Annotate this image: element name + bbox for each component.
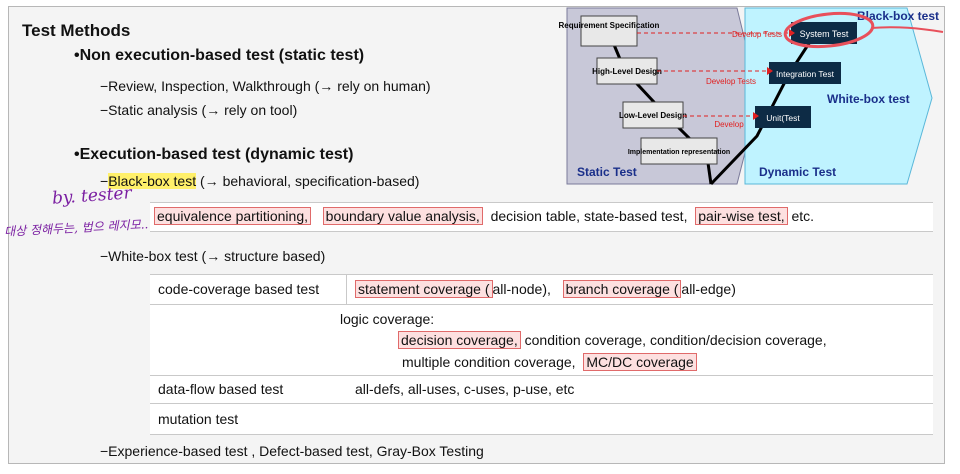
req-spec-box: [580, 15, 638, 47]
arrow-label-3: Develop: [714, 120, 744, 129]
branch-coverage: branch coverage (: [562, 280, 682, 298]
arrow-label-1: Develop Tests: [732, 30, 782, 39]
mcdc-coverage: MC/DC coverage: [583, 353, 697, 371]
mutation-test-label: mutation test: [158, 411, 239, 427]
white-box-table: code-coverage based test statement cover…: [150, 274, 933, 435]
integration-test-box: [769, 62, 841, 84]
dynamic-test-region: [744, 7, 933, 185]
dynamic-test-label: Dynamic Test: [759, 165, 836, 179]
page-title: Test Methods: [22, 21, 131, 40]
black-box-label: Black-box test: [108, 173, 197, 189]
req-spec-text: Requirement Specification: [559, 21, 660, 30]
lld-text: Low-Level Design: [619, 111, 687, 120]
statement-coverage: statement coverage (: [355, 280, 493, 298]
code-coverage-label: code-coverage based test: [158, 281, 320, 297]
unit-test-text: Unit(Test: [766, 113, 800, 123]
white-box-line: −White-box test (→ structure based): [100, 248, 326, 264]
hld-text: High-Level Design: [592, 67, 662, 76]
multiple-condition-coverage: multiple condition coverage,: [402, 354, 576, 370]
hand-drawn-stroke: [870, 26, 944, 33]
static-test-label: Static Test: [577, 165, 637, 179]
arrow-head-1: [789, 29, 795, 37]
black-box-line: −Black-box test (→ behavioral, specifica…: [100, 173, 419, 189]
unit-test-box: [755, 106, 811, 128]
technique-pairwise: pair-wise test,: [695, 207, 788, 225]
technique-equivalence: equivalence partitioning,: [154, 207, 311, 225]
static-item-analysis: −Static analysis (→ rely on tool): [100, 102, 298, 118]
code-coverage-values: statement coverage (all-node), branch co…: [355, 280, 736, 298]
v-right-line: [709, 27, 821, 186]
white-box-label: White-box test: [827, 92, 910, 106]
branch-all-edge: all-edge): [681, 281, 736, 297]
arrow-head-2: [767, 67, 773, 75]
black-box-desc: (→ behavioral, specification-based): [196, 173, 420, 189]
arrow-label-2: Develop Tests: [706, 77, 756, 86]
impl-text: Implementation representation: [628, 149, 730, 156]
arrow-head-3: [753, 112, 759, 120]
other-tests-line: −Experience-based test , Defect-based te…: [100, 443, 484, 459]
technique-decision-state: decision table, state-based test,: [490, 208, 688, 224]
black-box-techniques: equivalence partitioning, boundary value…: [154, 207, 815, 225]
condition-coverage: condition coverage, condition/decision c…: [520, 332, 827, 348]
decision-coverage: decision coverage,: [398, 331, 521, 349]
hand-drawn-circle: [783, 11, 875, 49]
data-flow-label: data-flow based test: [158, 381, 284, 397]
lld-box: [622, 101, 684, 129]
static-test-heading: •Non execution-based test (static test): [74, 47, 365, 64]
black-box-label: Black-box test: [857, 9, 939, 23]
dynamic-test-heading: •Execution-based test (dynamic test): [74, 146, 354, 163]
logic-coverage-line1: decision coverage, condition coverage, c…: [398, 331, 827, 349]
technique-etc: etc.: [787, 208, 815, 224]
integration-test-text: Integration Test: [776, 69, 835, 79]
black-box-techniques-row: equivalence partitioning, boundary value…: [150, 202, 933, 232]
system-test-box: [791, 22, 857, 44]
data-flow-values: all-defs, all-uses, c-uses, p-use, etc: [355, 381, 575, 397]
black-box-dash: −: [100, 173, 109, 189]
statement-all-node: all-node),: [492, 281, 551, 297]
impl-box: [640, 137, 718, 165]
system-test-text: System Test: [800, 29, 849, 39]
static-item-review: −Review, Inspection, Walkthrough (→ rely…: [100, 78, 431, 94]
logic-coverage-line2: multiple condition coverage, MC/DC cover…: [402, 353, 697, 371]
technique-boundary: boundary value analysis,: [322, 207, 483, 225]
logic-coverage-heading: logic coverage:: [340, 311, 435, 327]
hld-box: [596, 57, 658, 85]
v-model-diagram: Requirement Specification High-Level Des…: [559, 7, 944, 186]
